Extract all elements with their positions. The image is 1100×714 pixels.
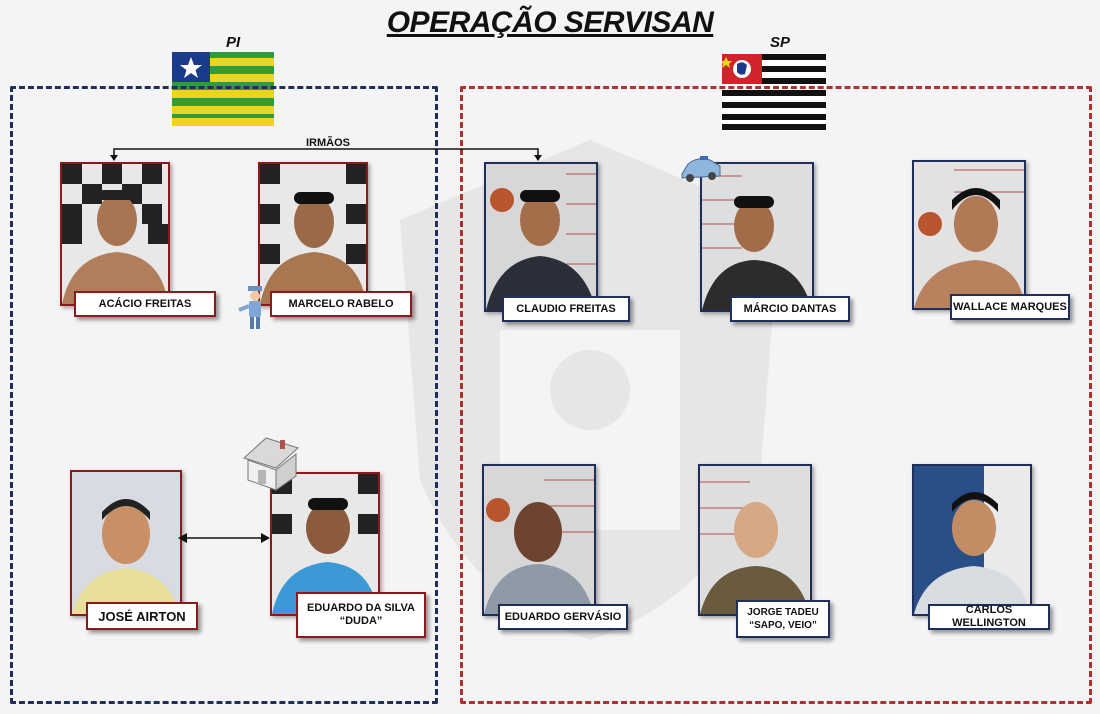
suspect-name-eduardo-gervasio: EDUARDO GERVÁSIO	[498, 604, 628, 630]
suspect-photo-wallace	[912, 160, 1026, 310]
mugshot-image	[72, 472, 180, 614]
police-car-icon	[681, 156, 721, 182]
suspect-photo-carlos	[912, 464, 1032, 616]
suspect-name-claudio: CLAUDIO FREITAS	[502, 296, 630, 322]
mugshot-image	[260, 164, 366, 304]
pi-region-box	[10, 86, 438, 704]
suspect-photo-jose	[70, 470, 182, 616]
suspect-alias: “SAPO, VEIO”	[749, 620, 817, 631]
suspect-photo-eduardo-gervasio	[482, 464, 596, 616]
suspect-name-line: JORGE TADEU	[747, 607, 819, 618]
sp-state-label: SP	[770, 34, 791, 51]
mugshot-image	[484, 466, 594, 614]
mugshot-image	[700, 466, 810, 614]
sp-region-box	[460, 86, 1092, 704]
pi-flag-icon	[172, 52, 274, 126]
brothers-connector	[110, 148, 542, 161]
suspect-photo-acacio	[60, 162, 170, 306]
suspect-alias: “DUDA”	[339, 615, 383, 627]
suspect-name-marcio: MÁRCIO DANTAS	[730, 296, 850, 322]
police-officer-icon	[238, 286, 262, 329]
suspect-photo-marcelo	[258, 162, 368, 306]
suspect-name-eduardo-silva: EDUARDO DA SILVA “DUDA”	[296, 592, 426, 638]
suspect-name-jose: JOSÉ AIRTON	[86, 602, 198, 630]
suspect-name-marcelo: MARCELO RABELO	[270, 291, 412, 317]
page-title: OPERAÇÃO SERVISAN	[386, 6, 714, 39]
brothers-label: IRMÃOS	[306, 137, 350, 149]
mugshot-image	[914, 162, 1024, 308]
association-arrow	[178, 533, 270, 543]
mugshot-image	[62, 164, 168, 304]
mugshot-image	[486, 164, 596, 310]
mugshot-image	[914, 466, 1030, 614]
suspect-name-jorge: JORGE TADEU “SAPO, VEIO”	[736, 600, 830, 638]
suspect-photo-claudio	[484, 162, 598, 312]
suspect-name-wallace: WALLACE MARQUES	[950, 294, 1070, 320]
suspect-photo-jorge	[698, 464, 812, 616]
suspect-name-line: EDUARDO DA SILVA	[307, 602, 415, 614]
suspect-name-carlos: CARLOS WELLINGTON	[928, 604, 1050, 630]
house-icon	[243, 437, 299, 491]
sp-flag-icon	[722, 54, 826, 130]
suspect-name-acacio: ACÁCIO FREITAS	[74, 291, 216, 317]
pi-state-label: PI	[226, 34, 241, 51]
